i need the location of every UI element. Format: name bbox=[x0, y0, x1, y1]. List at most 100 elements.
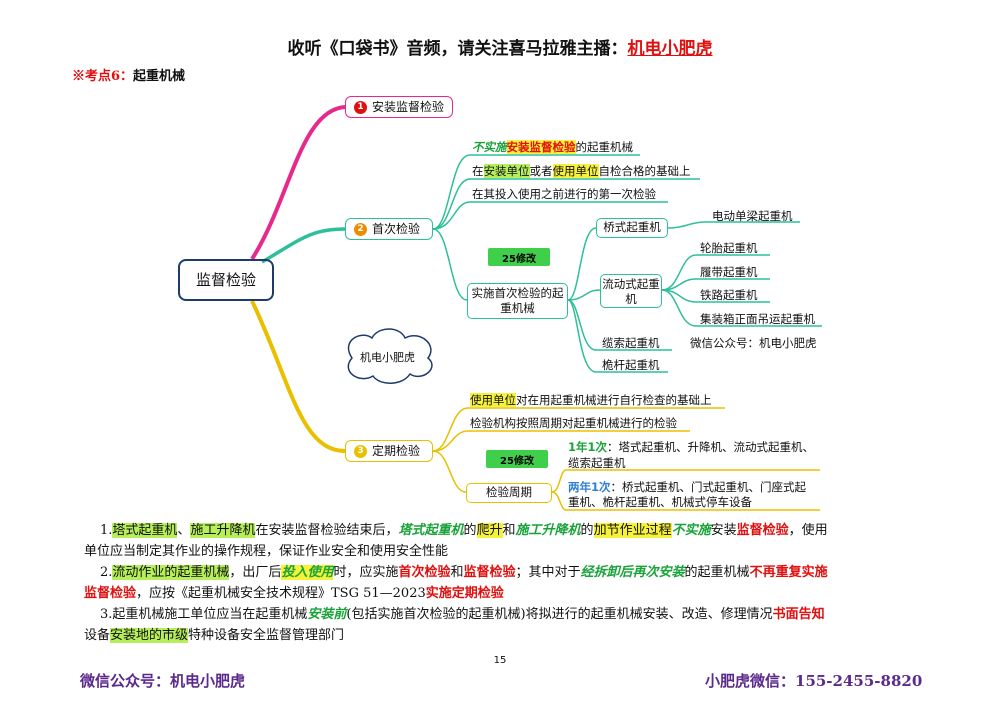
cycle-key: 1年1次 bbox=[568, 440, 608, 454]
inspection-cycle-node: 检验周期 bbox=[466, 483, 552, 503]
branch-number-badge: 3 bbox=[354, 444, 367, 458]
first-inspection-line-3: 在其投入使用之前进行的第一次检验 bbox=[472, 187, 656, 201]
cycle-one-year-cont: 缆索起重机 bbox=[568, 456, 626, 470]
text-install-supervision: 安装监督检验 bbox=[506, 140, 576, 154]
text-section-add: 加节作业过程 bbox=[593, 523, 672, 538]
text: 和 bbox=[450, 565, 464, 580]
text: 特种设备安全监督管理部门 bbox=[188, 628, 345, 643]
branch-number-badge: 1 bbox=[354, 100, 367, 114]
text-periodic: 实施定期检验 bbox=[425, 586, 504, 601]
text: ，使用 bbox=[788, 523, 828, 538]
first-inspection-line-1: 不实施安装监督检验的起重机械 bbox=[472, 140, 633, 154]
cycle-text: ：塔式起重机、升降机、流动式起重机、 bbox=[607, 440, 815, 454]
text: ，出厂后 bbox=[229, 565, 282, 580]
text: 设备 bbox=[84, 628, 111, 643]
note-paragraph-2: 2.流动作业的起重机械，出厂后投入使用时，应实施首次检验和监督检验；其中对于经拆… bbox=[84, 562, 930, 604]
text-before-install: 安装前 bbox=[307, 607, 347, 622]
first-inspection-cranes: 实施首次检验的起重机械 bbox=[467, 283, 568, 319]
branch-label: 定期检验 bbox=[372, 444, 421, 458]
branch-periodic-inspection: 3 定期检验 bbox=[345, 440, 433, 462]
text-install-unit: 安装单位 bbox=[483, 164, 530, 178]
footer-wechat-id: 小肥虎微信：155-2455-8820 bbox=[705, 672, 923, 690]
text: (包括实施首次检验的起重机械)将拟进行的起重机械安装、改造、修理情况 bbox=[346, 607, 773, 622]
mobile-leaf-railway: 铁路起重机 bbox=[700, 288, 758, 302]
mobile-crane-node: 流动式起重机 bbox=[600, 274, 662, 308]
text: ；其中对于 bbox=[515, 565, 581, 580]
mobile-leaf-container: 集装箱正面吊运起重机 bbox=[700, 312, 815, 326]
branch-number-badge: 2 bbox=[354, 222, 367, 236]
bridge-leaf: 电动单梁起重机 bbox=[712, 209, 793, 223]
text-written-notice: 书面告知 bbox=[772, 607, 825, 622]
text: 在 bbox=[472, 164, 484, 178]
text: 2. bbox=[100, 565, 113, 580]
center-label: 实施首次检验的起重机械 bbox=[471, 286, 564, 315]
text: 单位应当制定其作业的操作规程，保证作业安全和使用安全性能 bbox=[84, 544, 449, 559]
cloud-label: 机电小肥虎 bbox=[360, 351, 415, 364]
text: 或者 bbox=[529, 164, 553, 178]
text: 的 bbox=[463, 523, 477, 538]
text-no-repeat: 不再重复实施 bbox=[749, 565, 828, 580]
cycle-two-year: 两年1次：桥式起重机、门式起重机、门座式起 bbox=[568, 480, 806, 494]
text-hoist: 施工升降机 bbox=[515, 523, 581, 538]
text-climb: 爬升 bbox=[476, 523, 503, 538]
topic-mark: ※考点6： bbox=[72, 69, 134, 84]
text-use-unit: 使用单位 bbox=[552, 164, 599, 178]
text-not-apply: 不实施 bbox=[472, 140, 507, 154]
text-not-apply: 不实施 bbox=[671, 523, 711, 538]
branch-label: 首次检验 bbox=[372, 222, 421, 236]
cycle-key: 两年1次 bbox=[568, 480, 611, 494]
text: 在安装监督检验结束后， bbox=[255, 523, 399, 538]
bridge-crane-node: 桥式起重机 bbox=[596, 218, 668, 238]
text: 安装 bbox=[710, 523, 737, 538]
header-host-link[interactable]: 机电小肥虎 bbox=[627, 39, 713, 59]
text: 对在用起重机械进行自行检查的基础上 bbox=[516, 393, 712, 407]
text: 自检合格的基础上 bbox=[598, 164, 691, 178]
page-header: 收听《口袋书》音频，请关注喜马拉雅主播：机电小肥虎 bbox=[0, 34, 1000, 59]
watermark-wechat: 微信公众号：机电小肥虎 bbox=[690, 336, 817, 350]
text-tower-crane: 塔式起重机 bbox=[398, 523, 464, 538]
mobile-leaf-crawler: 履带起重机 bbox=[700, 265, 758, 279]
text: 时，应实施 bbox=[333, 565, 399, 580]
note-paragraph-3: 3.起重机械施工单位应当在起重机械安装前(包括实施首次检验的起重机械)将拟进行的… bbox=[84, 604, 930, 646]
text-put-into-use: 投入使用 bbox=[281, 565, 334, 580]
page-number: 15 bbox=[493, 655, 507, 666]
text: 的起重机械 bbox=[684, 565, 750, 580]
cycle-two-year-cont: 重机、桅杆起重机、机械式停车设备 bbox=[568, 495, 752, 509]
topic-title: ※考点6：起重机械 bbox=[72, 65, 185, 84]
branch-install-supervision: 1 安装监督检验 bbox=[345, 96, 453, 118]
header-prefix: 收听《口袋书》音频，请关注喜马拉雅主播： bbox=[287, 39, 628, 59]
revision-tag: 25修改 bbox=[486, 450, 548, 468]
text-hoist: 施工升降机 bbox=[190, 523, 256, 538]
text: 、 bbox=[177, 523, 191, 538]
text: 的 bbox=[580, 523, 594, 538]
text: 和 bbox=[502, 523, 516, 538]
first-inspection-line-2: 在安装单位或者使用单位自检合格的基础上 bbox=[472, 164, 691, 178]
text-crane: 的起重机械 bbox=[575, 140, 634, 154]
text-tower-crane: 塔式起重机 bbox=[112, 523, 178, 538]
cycle-one-year: 1年1次：塔式起重机、升降机、流动式起重机、 bbox=[568, 440, 814, 454]
cable-crane-node: 缆索起重机 bbox=[602, 336, 660, 350]
periodic-line-2: 检验机构按照周期对起重机械进行的检验 bbox=[470, 416, 677, 430]
cycle-text: ：桥式起重机、门式起重机、门座式起 bbox=[610, 480, 807, 494]
branch-first-inspection: 2 首次检验 bbox=[345, 218, 433, 240]
text-supervision: 监督检验 bbox=[736, 523, 789, 538]
mindmap-root: 监督检验 bbox=[178, 259, 274, 301]
text-use-unit: 使用单位 bbox=[470, 393, 516, 407]
text: 1. bbox=[100, 523, 113, 538]
revision-tag: 25修改 bbox=[488, 248, 550, 266]
note-paragraph-1: 1.塔式起重机、施工升降机在安装监督检验结束后，塔式起重机的爬升和施工升降机的加… bbox=[84, 520, 930, 562]
text-supervision: 监督检验 bbox=[84, 586, 137, 601]
topic-name: 起重机械 bbox=[133, 69, 186, 84]
text: 3.起重机械施工单位应当在起重机械 bbox=[100, 607, 308, 622]
text-city-level: 安装地的市级 bbox=[110, 628, 189, 643]
mobile-leaf-tyre: 轮胎起重机 bbox=[700, 241, 758, 255]
periodic-line-1: 使用单位对在用起重机械进行自行检查的基础上 bbox=[470, 393, 712, 407]
text-supervision: 监督检验 bbox=[463, 565, 516, 580]
branch-label: 安装监督检验 bbox=[371, 100, 444, 114]
text-reinstall: 经拆卸后再次安装 bbox=[580, 565, 685, 580]
text: ，应按《起重机械安全技术规程》TSG 51—2023 bbox=[136, 586, 426, 601]
text-mobile-crane: 流动作业的起重机械 bbox=[112, 565, 230, 580]
text-first-inspection: 首次检验 bbox=[398, 565, 451, 580]
footer-wechat-account: 微信公众号：机电小肥虎 bbox=[80, 672, 246, 690]
